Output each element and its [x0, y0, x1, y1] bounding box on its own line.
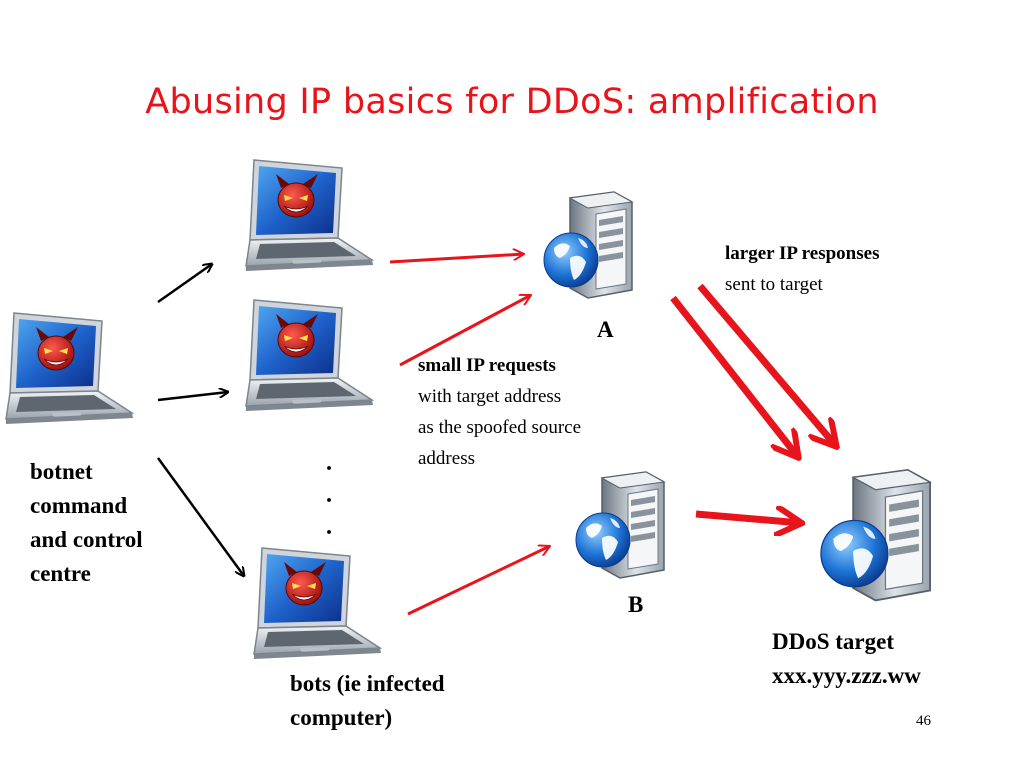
- requests-caption-line4: address: [418, 448, 475, 469]
- bot-laptop-icon-1: [245, 159, 374, 272]
- requests-caption-line2: with target address: [418, 386, 562, 407]
- botnet-caption-line2: command: [30, 493, 128, 518]
- response-arrow-a-2: [697, 283, 836, 446]
- response-arrow-b: [695, 514, 801, 523]
- botnet-caption-line1: botnet: [30, 459, 93, 484]
- requests-caption: small IP requests with target address as…: [418, 350, 668, 474]
- bots-caption-line1: bots (ie infected: [290, 671, 445, 696]
- ddos-target-caption: DDoS target xxx.yyy.zzz.ww: [772, 625, 1012, 693]
- responses-caption: larger IP responses sent to target: [725, 238, 965, 300]
- ddos-target-server-icon: [820, 469, 932, 602]
- slide-title: Abusing IP basics for DDoS: amplificatio…: [145, 82, 879, 122]
- server-a-icon: [543, 191, 633, 299]
- ellipsis-dot-1: .: [326, 450, 332, 476]
- ddos-target-caption-line2: xxx.yyy.zzz.ww: [772, 663, 921, 688]
- ellipsis-dot-3: .: [326, 514, 332, 540]
- request-arrow-2: [399, 293, 531, 367]
- request-arrow-3: [407, 546, 550, 616]
- response-arrow-a-1: [670, 295, 798, 457]
- command-arrow-1: [157, 264, 212, 304]
- command-arrow-3: [156, 457, 244, 576]
- bots-caption-line2: computer): [290, 705, 393, 730]
- requests-caption-line3: as the spoofed source: [418, 417, 582, 438]
- ellipsis-dot-2: .: [326, 482, 332, 508]
- bots-caption: bots (ie infected computer): [290, 667, 550, 735]
- botnet-command-laptop-icon: [5, 312, 134, 425]
- requests-caption-bold: small IP requests: [418, 355, 556, 376]
- ddos-target-caption-line1: DDoS target: [772, 629, 894, 654]
- server-a-label: A: [597, 317, 614, 342]
- botnet-caption-line4: centre: [30, 561, 91, 586]
- server-b-icon: [575, 471, 665, 579]
- request-arrow-1: [389, 254, 524, 264]
- bot-laptop-icon-2: [245, 299, 374, 412]
- command-arrow-2: [157, 392, 228, 402]
- responses-caption-normal: sent to target: [725, 274, 823, 295]
- bot-laptop-icon-3: [253, 547, 382, 660]
- botnet-caption: botnet command and control centre: [30, 455, 230, 591]
- page-number: 46: [916, 713, 931, 729]
- botnet-caption-line3: and control: [30, 527, 143, 552]
- responses-caption-bold: larger IP responses: [725, 243, 880, 264]
- server-b-label: B: [628, 592, 644, 617]
